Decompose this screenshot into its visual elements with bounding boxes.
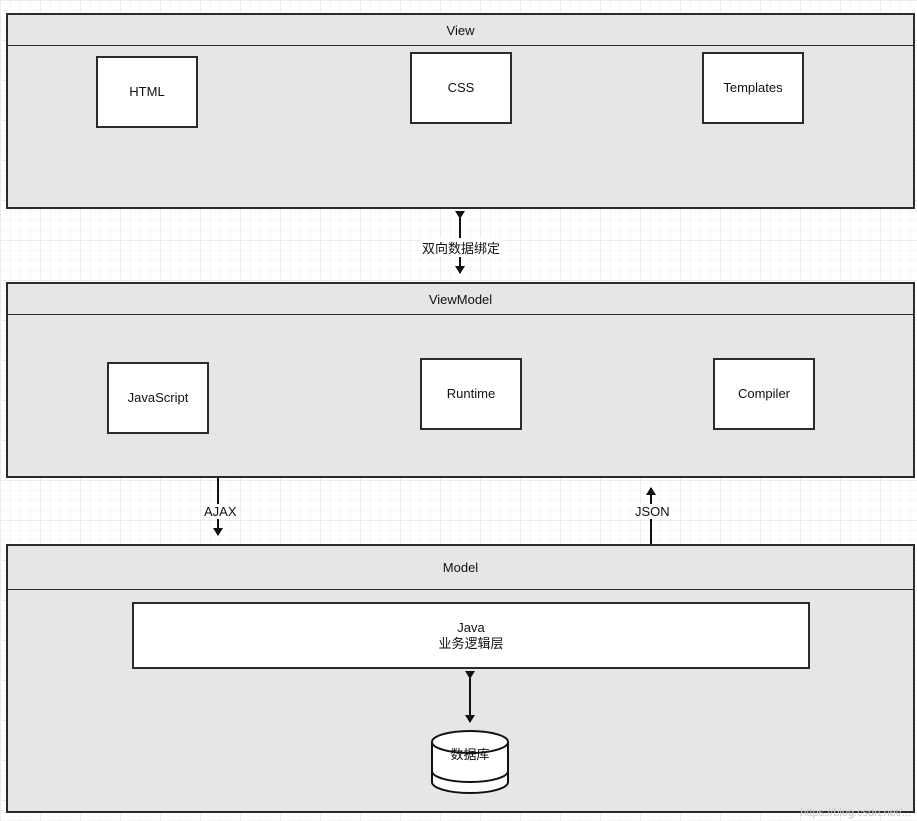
database-label: 数据库: [450, 747, 490, 762]
business-logic-line1: Java: [457, 619, 485, 635]
json-label: JSON: [633, 504, 672, 519]
ajax-label: AJAX: [202, 504, 239, 519]
html-box: HTML: [96, 56, 198, 128]
database-cylinder: [431, 730, 509, 794]
css-box: CSS: [410, 52, 512, 124]
model-layer-title: Model: [8, 546, 913, 590]
watermark: https://blog.csdn.net/...: [800, 807, 911, 819]
javascript-box: JavaScript: [107, 362, 209, 434]
runtime-box: Runtime: [420, 358, 522, 430]
business-logic-box: Java 业务逻辑层: [132, 602, 810, 669]
business-logic-line2: 业务逻辑层: [438, 635, 504, 651]
compiler-box: Compiler: [713, 358, 815, 430]
viewmodel-layer-title: ViewModel: [8, 284, 913, 315]
templates-box: Templates: [702, 52, 804, 124]
view-layer-title: View: [8, 15, 913, 46]
two-way-binding-label: 双向数据绑定: [420, 238, 503, 257]
